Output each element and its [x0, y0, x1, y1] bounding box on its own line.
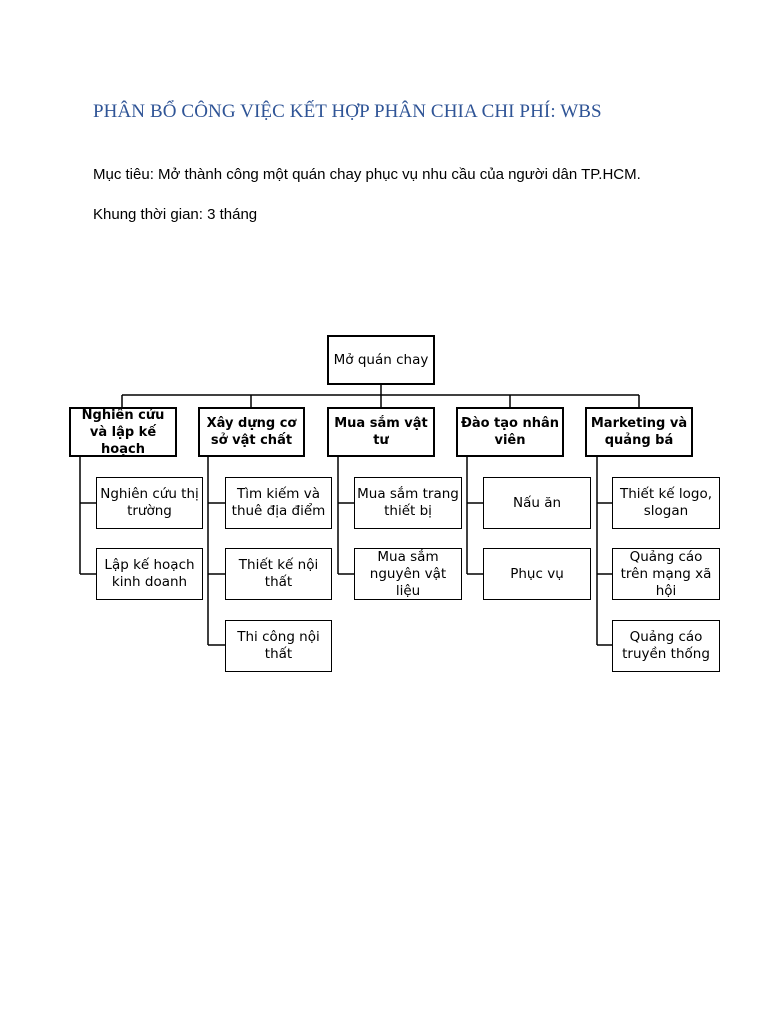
goal-text: Mục tiêu: Mở thành công một quán chay ph…: [93, 166, 641, 183]
wbs-branch-procurement: Mua sắm vật tư: [327, 407, 435, 457]
page-title: PHÂN BỔ CÔNG VIỆC KẾT HỢP PHÂN CHIA CHI …: [93, 101, 602, 122]
wbs-task-serving: Phục vụ: [483, 548, 591, 600]
wbs-branch-staff-training: Đào tạo nhân viên: [456, 407, 564, 457]
wbs-root-node: Mở quán chay: [327, 335, 435, 385]
wbs-branch-facilities: Xây dựng cơ sở vật chất: [198, 407, 305, 457]
wbs-task-interior-construction: Thi công nội thất: [225, 620, 332, 672]
wbs-task-cooking: Nấu ăn: [483, 477, 591, 529]
wbs-task-interior-design: Thiết kế nội thất: [225, 548, 332, 600]
wbs-task-buy-materials: Mua sắm nguyên vật liệu: [354, 548, 462, 600]
wbs-branch-research-planning: Nghiên cứu và lập kế hoạch: [69, 407, 177, 457]
wbs-branch-marketing: Marketing và quảng bá: [585, 407, 693, 457]
wbs-task-logo-slogan: Thiết kế logo, slogan: [612, 477, 720, 529]
wbs-task-social-media-ads: Quảng cáo trên mạng xã hội: [612, 548, 720, 600]
timeframe-text: Khung thời gian: 3 tháng: [93, 206, 258, 223]
wbs-task-find-location: Tìm kiếm và thuê địa điểm: [225, 477, 332, 529]
wbs-task-market-research: Nghiên cứu thị trường: [96, 477, 203, 529]
wbs-task-buy-equipment: Mua sắm trang thiết bị: [354, 477, 462, 529]
wbs-task-traditional-ads: Quảng cáo truyền thống: [612, 620, 720, 672]
wbs-task-business-plan: Lập kế hoạch kinh doanh: [96, 548, 203, 600]
